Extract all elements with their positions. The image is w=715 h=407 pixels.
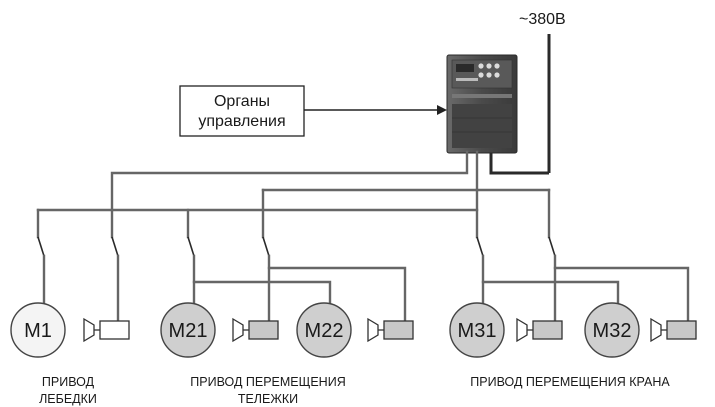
motor-circle — [160, 302, 216, 358]
brake-cone — [367, 317, 379, 343]
brake-cone — [83, 317, 95, 343]
motor-label: M32 — [593, 320, 632, 342]
caption-winch-line1: ПРИВОД — [42, 375, 95, 389]
motor-circle — [296, 302, 352, 358]
motor-label: M1 — [24, 320, 52, 342]
brake-box — [666, 320, 697, 340]
motor-feeders — [42, 254, 690, 322]
brake-cone — [232, 317, 244, 343]
brake-cone — [650, 317, 662, 343]
motor-m32: M32 — [584, 302, 697, 358]
distribution-buses — [36, 150, 551, 239]
controls-label-line1: Органы — [214, 93, 270, 110]
motor-m22: M22 — [296, 302, 414, 358]
brake-box — [383, 320, 414, 340]
caption-trolley-line1: ПРИВОД ПЕРЕМЕЩЕНИЯ — [190, 375, 345, 389]
caption-winch-line2: ЛЕБЕДКИ — [39, 392, 97, 406]
motor-circle — [449, 302, 505, 358]
brake-box — [248, 320, 279, 340]
brake-cone — [516, 317, 528, 343]
motor-circle — [584, 302, 640, 358]
motor-label: M22 — [305, 320, 344, 342]
motor-m1: M1 — [10, 302, 130, 358]
caption-trolley-line2: ТЕЛЕЖКИ — [238, 392, 298, 406]
brake-box — [99, 320, 130, 340]
controls-arrow — [304, 105, 447, 115]
motor-m21: M21 — [160, 302, 279, 358]
motor-label: M21 — [169, 320, 208, 342]
supply-voltage-label: ~380В — [519, 11, 566, 28]
caption-crane-line1: ПРИВОД ПЕРЕМЕЩЕНИЯ КРАНА — [470, 375, 670, 389]
controls-label-line2: управления — [198, 113, 285, 130]
motor-circle — [10, 302, 66, 358]
motor-label: M31 — [458, 320, 497, 342]
motors-layer: M1 M21 M22 M31 M32 — [10, 302, 697, 358]
supply-to-inverter-wire — [489, 152, 549, 175]
motor-m31: M31 — [449, 302, 563, 358]
contactor-switches — [37, 236, 556, 257]
frequency-inverter — [446, 54, 518, 154]
controls-box: Органы управления — [179, 85, 305, 137]
brake-box — [532, 320, 563, 340]
